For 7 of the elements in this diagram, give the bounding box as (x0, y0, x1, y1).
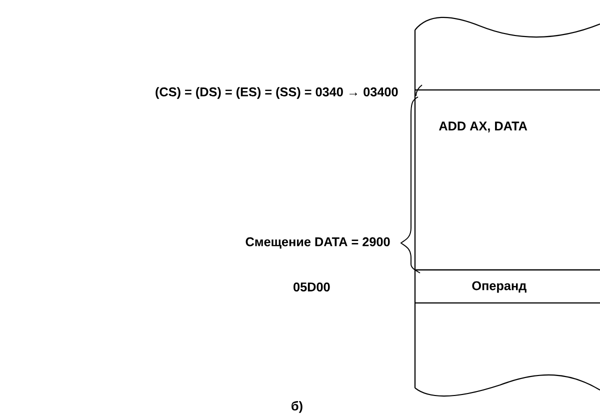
memory-cell: Операнд (415, 281, 600, 304)
offset-label: Смещение DATA = 2900 (246, 237, 390, 249)
address-label: 05D00 (294, 282, 330, 292)
memory-cell: ADD AX, DATA (415, 89, 600, 271)
address-label: (CS) = (DS) = (ES) = (SS) = 0340 → 03400 (156, 87, 398, 99)
memory-strip (414, 16, 600, 396)
figure-label: б) (292, 401, 302, 413)
